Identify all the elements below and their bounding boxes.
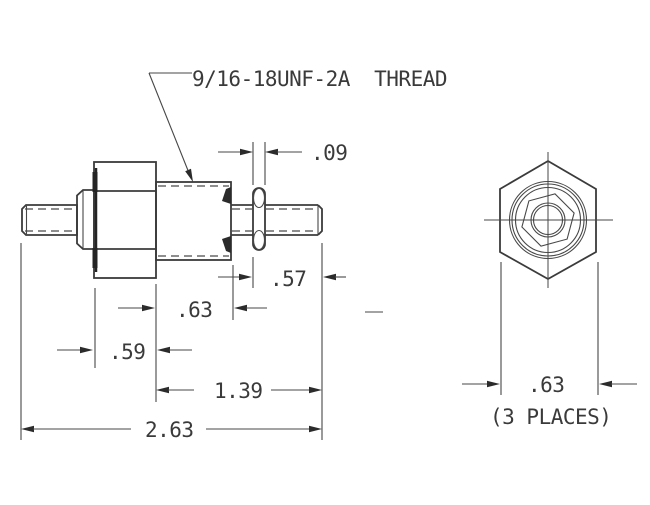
washer-upper-lobe bbox=[252, 187, 266, 209]
end-view bbox=[484, 152, 613, 288]
thread-minor-circle bbox=[514, 186, 582, 254]
right-stud-end bbox=[317, 204, 323, 236]
thread-major-circle-inner bbox=[511, 183, 585, 257]
dim-63s-arrow-right bbox=[234, 304, 247, 312]
dim-body-length: .63 bbox=[118, 298, 267, 322]
dim-63e-arrow-right bbox=[599, 380, 612, 388]
dim-09-text: .09 bbox=[311, 141, 347, 165]
dim-57-arrow-left bbox=[239, 273, 252, 281]
dim-hex-width: .59 bbox=[57, 340, 192, 364]
dim-stud-exposed: .57 bbox=[218, 267, 346, 291]
dim-139-arrow-right bbox=[309, 386, 322, 394]
dim-washer-thickness: .09 bbox=[218, 141, 348, 165]
side-view-dimensions: .09 .57 .63 .59 bbox=[20, 141, 383, 442]
dim-63e-text: .63 bbox=[528, 373, 564, 397]
dim-59-arrow-left bbox=[80, 346, 93, 354]
dim-09-arrow-left bbox=[240, 148, 253, 156]
dim-59-text: .59 bbox=[109, 340, 145, 364]
inner-hex-recess bbox=[521, 193, 575, 247]
thread-callout: 9/16-18UNF-2A THREAD bbox=[148, 67, 448, 182]
collar-outline bbox=[76, 189, 95, 250]
hex-nut-outline bbox=[93, 161, 157, 279]
dim-mid-to-end: 1.39 bbox=[156, 379, 322, 403]
washer-lower-lobe bbox=[252, 229, 266, 251]
dim-places-text: (3 PLACES) bbox=[490, 405, 611, 429]
leader-arrowhead bbox=[185, 168, 193, 182]
dim-63s-text: .63 bbox=[176, 298, 212, 322]
dim-09-arrow-right bbox=[265, 148, 278, 156]
dim-263-text: 2.63 bbox=[145, 418, 194, 442]
side-view bbox=[21, 161, 323, 279]
leader-diagonal bbox=[148, 72, 192, 179]
thread-major-circle-outer bbox=[508, 180, 588, 260]
dim-263-arrow-right bbox=[309, 425, 322, 433]
dim-63s-arrow-left bbox=[142, 304, 155, 312]
dim-57-arrow-right bbox=[323, 273, 336, 281]
dim-263-arrow-left bbox=[21, 425, 34, 433]
washer-outline bbox=[252, 187, 266, 251]
dim-57-text: .57 bbox=[270, 267, 306, 291]
thread-note-text: 9/16-18UNF-2A THREAD bbox=[192, 67, 447, 91]
dim-overall-length: 2.63 bbox=[21, 418, 322, 442]
thread-runout-bottom bbox=[222, 236, 231, 253]
threaded-body-outline bbox=[155, 181, 232, 261]
end-view-dimension: .63 (3 PLACES) bbox=[462, 262, 637, 429]
dim-139-text: 1.39 bbox=[214, 379, 263, 403]
dim-59-arrow-right bbox=[157, 346, 170, 354]
thread-runout-top bbox=[222, 187, 231, 204]
dim-139-arrow-left bbox=[156, 386, 169, 394]
dim-63e-arrow-left bbox=[487, 380, 500, 388]
stud-circle-inner bbox=[532, 204, 564, 236]
stud-circle-outer bbox=[530, 202, 566, 238]
